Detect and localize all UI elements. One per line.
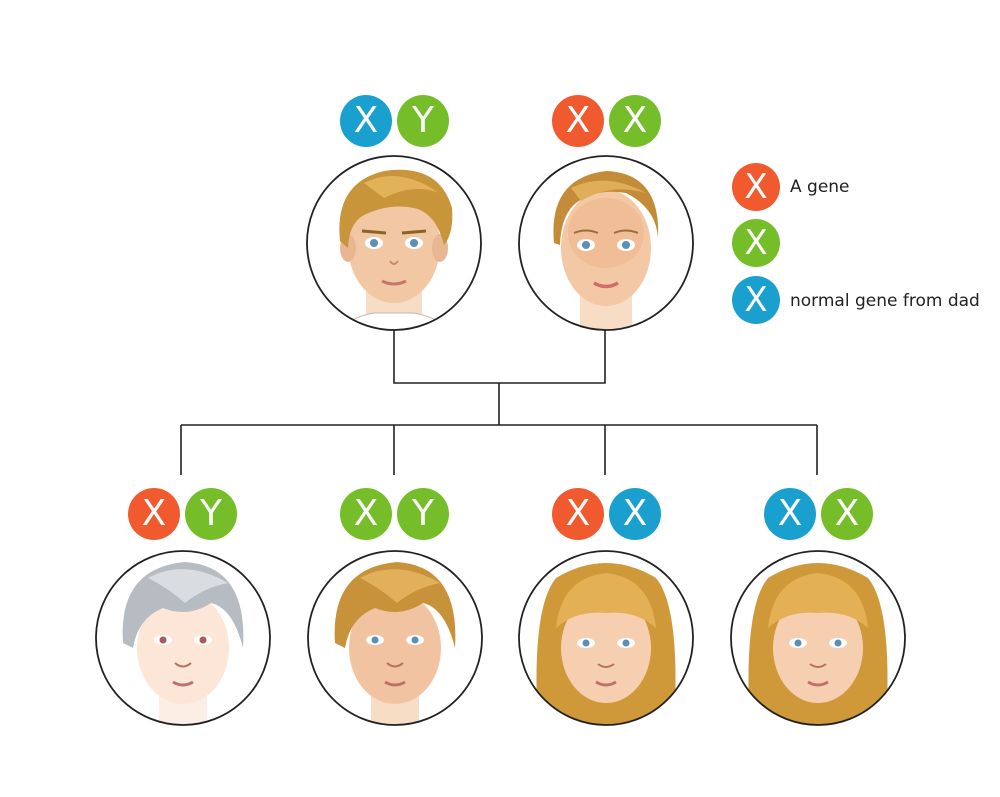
- child-1-chromosome-2: Y: [185, 488, 237, 540]
- father-portrait: [306, 155, 482, 331]
- legend-chromosome-a-gene: X: [732, 163, 780, 211]
- child-4-chromosome-2: X: [821, 488, 873, 540]
- legend-label-normal-dad: normal gene from dad: [790, 291, 980, 311]
- father-chromosome-1: X: [340, 95, 392, 147]
- mother-chromosome-2: X: [609, 95, 661, 147]
- child-2-portrait: [307, 550, 483, 726]
- child-4-portrait: [730, 550, 906, 726]
- child-3-chromosome-1: X: [552, 488, 604, 540]
- mother-chromosome-1: X: [552, 95, 604, 147]
- child-2-chromosome-2: Y: [397, 488, 449, 540]
- mother-portrait: [518, 155, 694, 331]
- father-chromosome-2: Y: [397, 95, 449, 147]
- child-1-portrait: [95, 550, 271, 726]
- legend-label-a-gene: A gene: [790, 177, 850, 197]
- legend-chromosome-normal-mom: X: [732, 219, 780, 267]
- child-4-chromosome-1: X: [764, 488, 816, 540]
- child-3-portrait: [518, 550, 694, 726]
- child-2-chromosome-1: X: [340, 488, 392, 540]
- child-1-chromosome-1: X: [128, 488, 180, 540]
- child-3-chromosome-2: X: [609, 488, 661, 540]
- legend-chromosome-normal-dad: X: [732, 276, 780, 324]
